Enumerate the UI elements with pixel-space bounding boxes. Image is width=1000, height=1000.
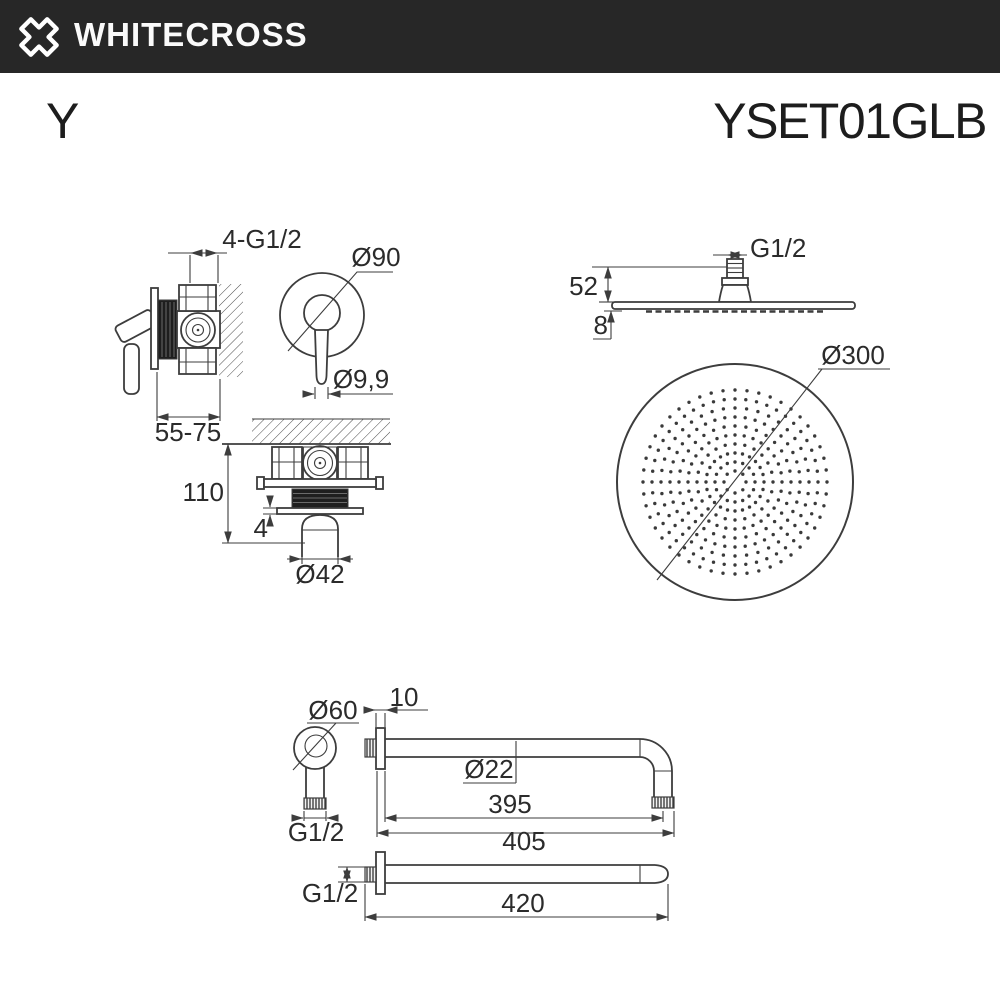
arm-escutcheon xyxy=(293,726,337,770)
arm-straight-side-view: G1/2 420 xyxy=(302,851,669,921)
dim-label-escutcheon-diameter: Ø60 xyxy=(308,695,357,725)
arm2-flange xyxy=(375,851,386,895)
arm-bent-side-view: 10 Ø22 395 405 xyxy=(363,682,675,856)
head-cone xyxy=(717,284,753,303)
mixer-valve-front-view: Ø90 Ø9,9 xyxy=(279,242,401,399)
dim-label-plate-thickness: 4 xyxy=(254,513,268,543)
dim-label-ports-thread: 4-G1/2 xyxy=(222,224,302,254)
header-bar: WHITECROSS xyxy=(0,0,1000,73)
mixer-spout-body xyxy=(301,514,339,557)
arm-wall-thread xyxy=(364,738,377,758)
mixer-wing-flange xyxy=(263,478,377,488)
head-disc xyxy=(611,301,856,310)
mixer-handle-front xyxy=(314,329,329,385)
dim-label-tube-diameter: Ø22 xyxy=(464,754,513,784)
dim-label-arm2-length: 420 xyxy=(501,888,544,918)
wall-hatch xyxy=(219,284,243,377)
mixer-top-port xyxy=(178,284,217,312)
dim-label-height: 110 xyxy=(183,477,224,507)
mixer-valve-side-view: 4-G1/2 55-75 xyxy=(114,224,302,447)
dim-label-arm-end-thread: G1/2 xyxy=(288,817,344,847)
arm-end-view: Ø60 G1/2 xyxy=(288,695,359,847)
arm-outlet-thread xyxy=(651,796,675,809)
arm-end-thread xyxy=(303,797,327,810)
head-face xyxy=(616,363,854,601)
nozzle-dot-pattern xyxy=(641,388,829,576)
dim-label-mount-depth: 55-75 xyxy=(155,417,222,447)
arm2-wall-thread xyxy=(364,866,377,883)
trim-plate-inner xyxy=(303,294,341,332)
mixer-valve-bottom-view: 110 4 Ø42 xyxy=(183,418,391,589)
head-collar xyxy=(721,277,749,286)
dim-label-plate-diameter: Ø90 xyxy=(351,242,400,272)
shower-head-side-view: 52 G1/2 8 xyxy=(569,233,856,340)
ceiling-hatch xyxy=(252,419,390,444)
dim-label-spout-diameter: Ø42 xyxy=(295,559,344,589)
dim-label-head-thickness: 8 xyxy=(594,310,608,340)
mixer-bottom-port xyxy=(178,347,217,375)
series-title: Y xyxy=(46,93,80,149)
dim-label-head-thread: G1/2 xyxy=(750,233,806,263)
dim-label-connector-height: 52 xyxy=(569,271,598,301)
dim-label-handle-diameter: Ø9,9 xyxy=(333,364,389,394)
arm-flange xyxy=(375,727,386,770)
whitecross-x-logo xyxy=(19,16,59,57)
mixer-lever-grip xyxy=(123,343,140,395)
brand-name: WHITECROSS xyxy=(74,16,308,53)
dim-label-arm2-thread: G1/2 xyxy=(302,878,358,908)
shower-head-front-view: Ø300 xyxy=(616,340,890,601)
model-code: YSET01GLB xyxy=(713,93,987,149)
dim-label-length-to-bend: 395 xyxy=(488,789,531,819)
dim-label-head-diameter: Ø300 xyxy=(821,340,885,370)
mixer-base-plate xyxy=(276,507,364,515)
dim-label-flange-offset: 10 xyxy=(390,682,419,712)
mixer-wall-plate xyxy=(150,287,159,370)
dim-label-overall-length: 405 xyxy=(502,826,545,856)
